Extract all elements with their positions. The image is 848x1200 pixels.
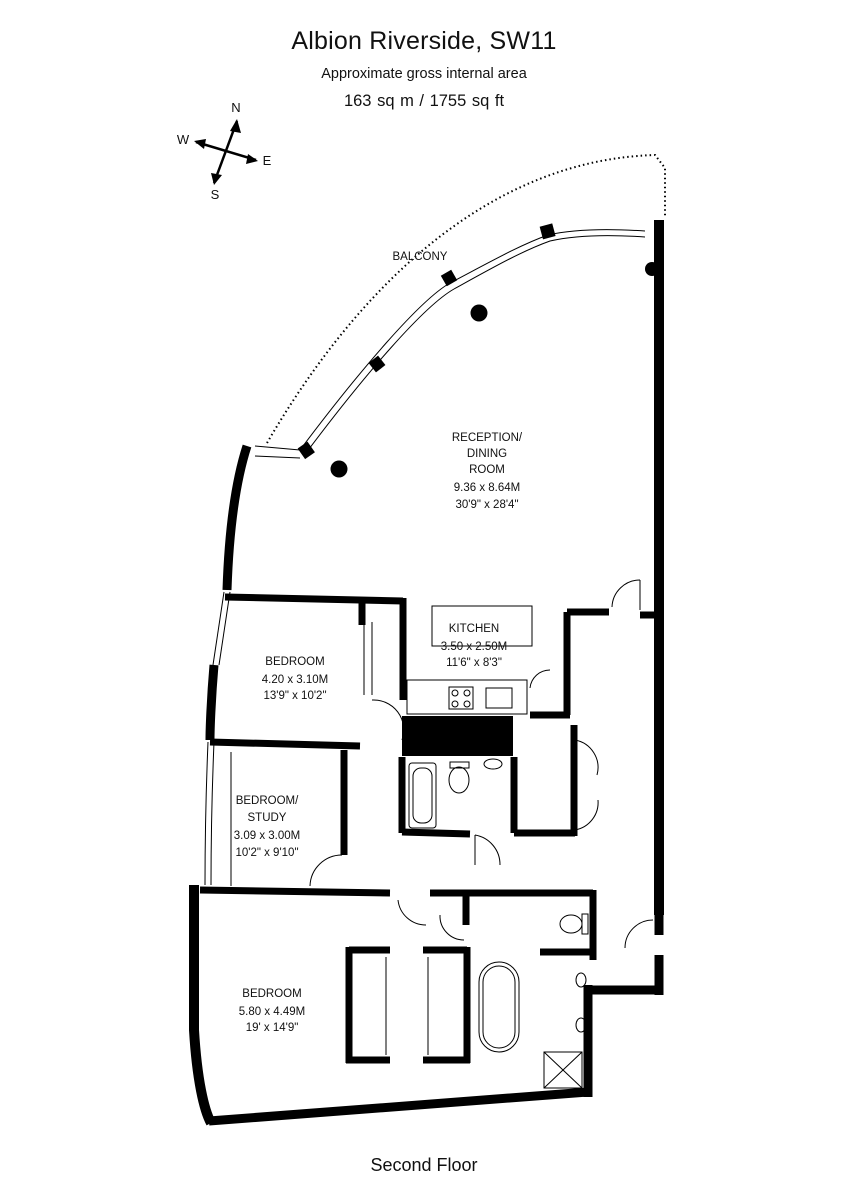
- room-reception: RECEPTION/ DINING ROOM 9.36 x 8.64M 30'9…: [452, 432, 523, 511]
- bedroom2-name: BEDROOM: [242, 988, 301, 1000]
- reception-imperial: 30'9" x 28'4": [455, 499, 518, 511]
- compass-north: N: [231, 100, 240, 115]
- fixtures: [230, 579, 654, 1089]
- compass-icon: N S E W: [177, 100, 272, 202]
- kitchen-imperial: 11'6" x 8'3": [446, 657, 502, 669]
- room-balcony: BALCONY: [393, 251, 448, 263]
- room-study: BEDROOM/ STUDY 3.09 x 3.00M 10'2" x 9'10…: [234, 795, 300, 859]
- reception-metric: 9.36 x 8.64M: [454, 482, 520, 494]
- bedroom2-imperial: 19' x 14'9": [246, 1022, 299, 1034]
- windows: [204, 445, 301, 886]
- compass-east: E: [263, 153, 272, 168]
- reception-name-2: DINING: [467, 448, 507, 460]
- bedroom2-metric: 5.80 x 4.49M: [239, 1006, 305, 1018]
- floor-label: Second Floor: [370, 1155, 478, 1175]
- study-name-2: STUDY: [248, 812, 287, 824]
- reception-name-3: ROOM: [469, 464, 505, 476]
- room-bedroom-1: BEDROOM 4.20 x 3.10M 13'9" x 10'2": [262, 656, 328, 702]
- balcony-outline: [266, 153, 666, 444]
- bedroom1-name: BEDROOM: [265, 656, 324, 668]
- kitchen-name: KITCHEN: [449, 623, 499, 635]
- kitchen-metric: 3.50 x 2.50M: [441, 641, 507, 653]
- room-bedroom-2: BEDROOM 5.80 x 4.49M 19' x 14'9": [239, 988, 305, 1034]
- study-imperial: 10'2" x 9'10": [235, 847, 298, 859]
- bedroom1-imperial: 13'9" x 10'2": [263, 690, 326, 702]
- study-metric: 3.09 x 3.00M: [234, 830, 300, 842]
- gross-area: 163 sq m / 1755 sq ft: [343, 92, 505, 110]
- service-core: [402, 716, 513, 756]
- interior-walls: [199, 593, 659, 1064]
- bedroom1-metric: 4.20 x 3.10M: [262, 674, 328, 686]
- study-name-1: BEDROOM/: [236, 795, 299, 807]
- plan-title: Albion Riverside, SW11: [291, 27, 557, 55]
- reception-name-1: RECEPTION/: [452, 432, 523, 444]
- room-kitchen: KITCHEN 3.50 x 2.50M 11'6" x 8'3": [441, 623, 507, 669]
- balcony-window-line: [297, 223, 659, 478]
- exterior-walls: [189, 220, 664, 1126]
- plan-subtitle: Approximate gross internal area: [321, 66, 527, 82]
- compass-west: W: [177, 132, 190, 147]
- compass-south: S: [211, 187, 220, 202]
